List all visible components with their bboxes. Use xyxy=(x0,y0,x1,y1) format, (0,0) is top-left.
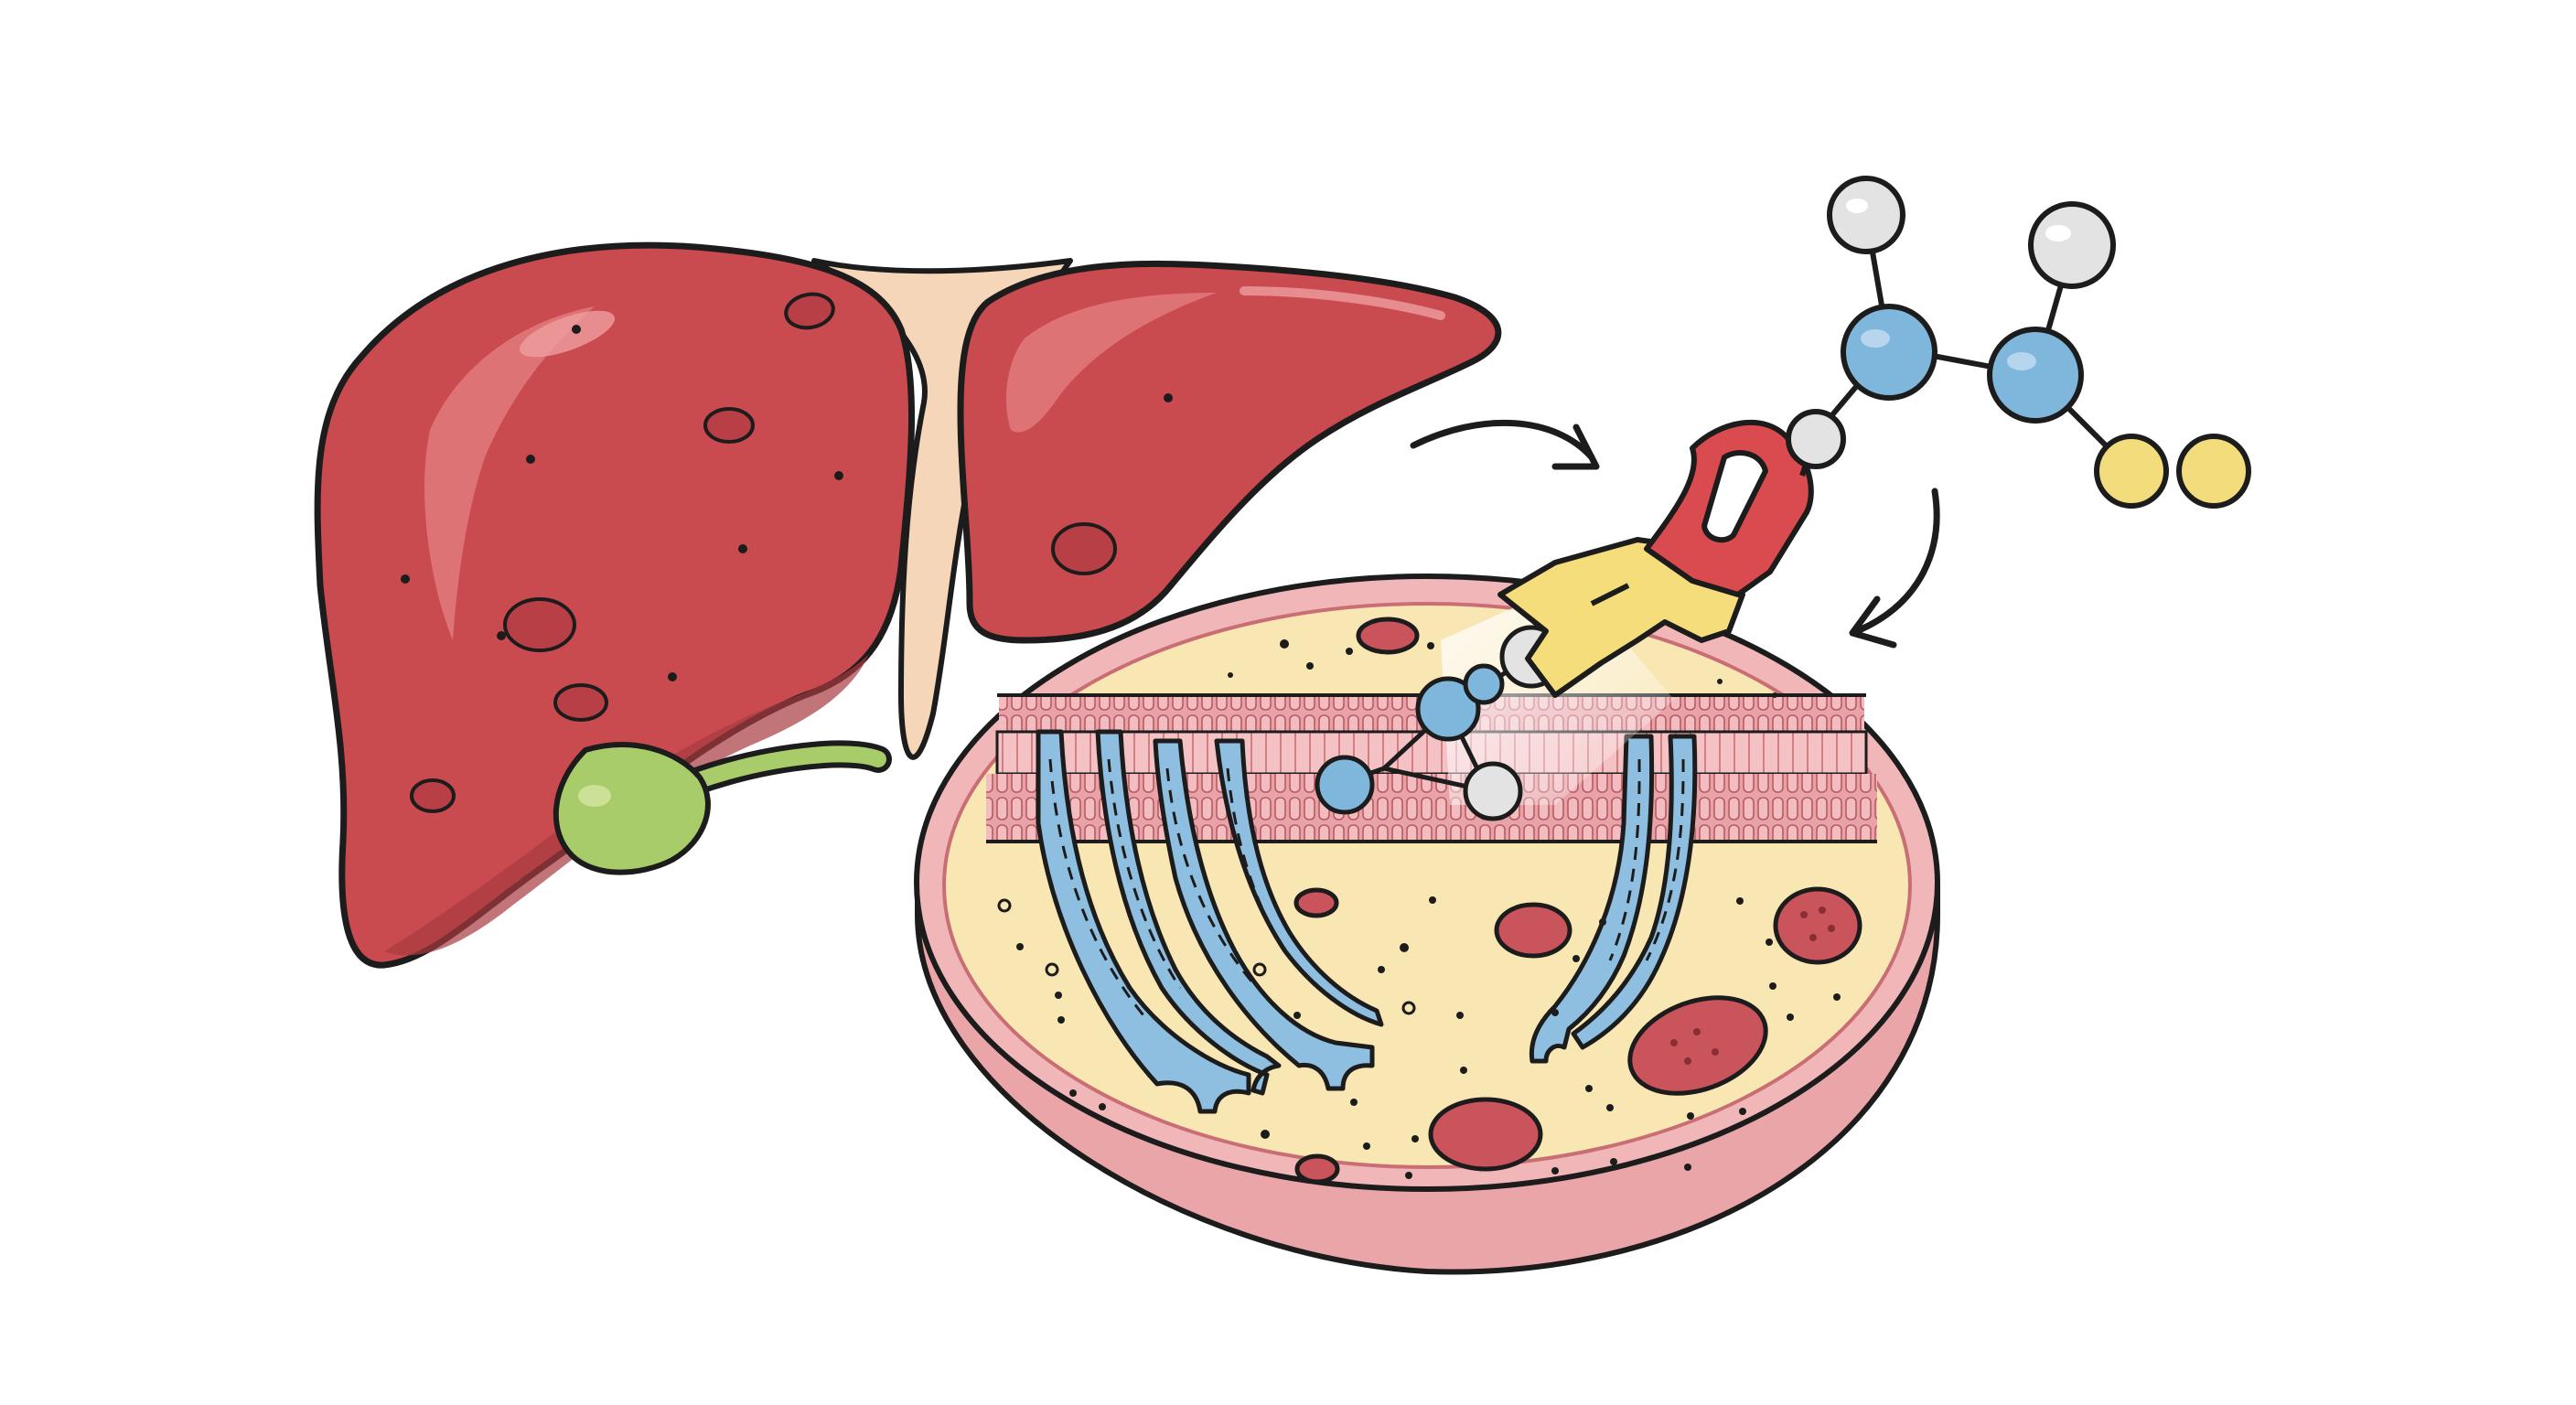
channel-protein-1 xyxy=(1036,729,1251,1114)
cell-membrane xyxy=(986,693,1877,843)
liver-right-lobe-highlight xyxy=(424,306,595,640)
channel-protein-3 xyxy=(1153,738,1375,1091)
organelle-5 xyxy=(1356,617,1420,655)
sulfur-atom-1 xyxy=(2094,434,2169,509)
probe-yellow-clamp xyxy=(1497,537,1745,698)
organelle-4 xyxy=(1428,1097,1543,1172)
channel-protein-4 xyxy=(1214,738,1384,1027)
sulfur-atom-2 xyxy=(2176,434,2251,509)
organelle-2 xyxy=(1773,886,1862,965)
liver-left-lobe-highlight xyxy=(1006,293,1217,433)
hydrogen-atom-2 xyxy=(2028,201,2116,289)
molecule xyxy=(1786,176,2251,509)
liver-dots xyxy=(401,325,1173,681)
flow-arrows xyxy=(1410,419,1940,649)
nitrogen-atom-2 xyxy=(1987,327,2084,424)
docked-molecule xyxy=(1315,620,1563,821)
organelle-3 xyxy=(1627,995,1768,1096)
arrow-liver-to-probe xyxy=(1410,419,1595,461)
falciform-ligament xyxy=(811,258,1073,760)
cell-cross-section xyxy=(914,574,1940,1275)
hydrogen-atom-3 xyxy=(1786,409,1846,469)
gallbladder xyxy=(553,742,711,875)
channel-protein-2 xyxy=(1095,729,1282,1096)
channel-details xyxy=(1048,758,1685,1016)
organelles xyxy=(1293,617,1862,1185)
magnet-probe xyxy=(1497,419,1814,698)
organelle-1 xyxy=(1494,902,1572,959)
nitrogen-atom-1 xyxy=(1841,304,1937,401)
hydrogen-atom-1 xyxy=(1827,176,1905,254)
organelle-7 xyxy=(1294,1153,1340,1185)
cytoplasm-particles xyxy=(997,639,1841,1179)
organelle-6 xyxy=(1293,887,1339,918)
arrow-molecule-to-cell xyxy=(1853,488,1940,635)
liver-spots xyxy=(410,292,1117,813)
liver xyxy=(314,241,1502,969)
